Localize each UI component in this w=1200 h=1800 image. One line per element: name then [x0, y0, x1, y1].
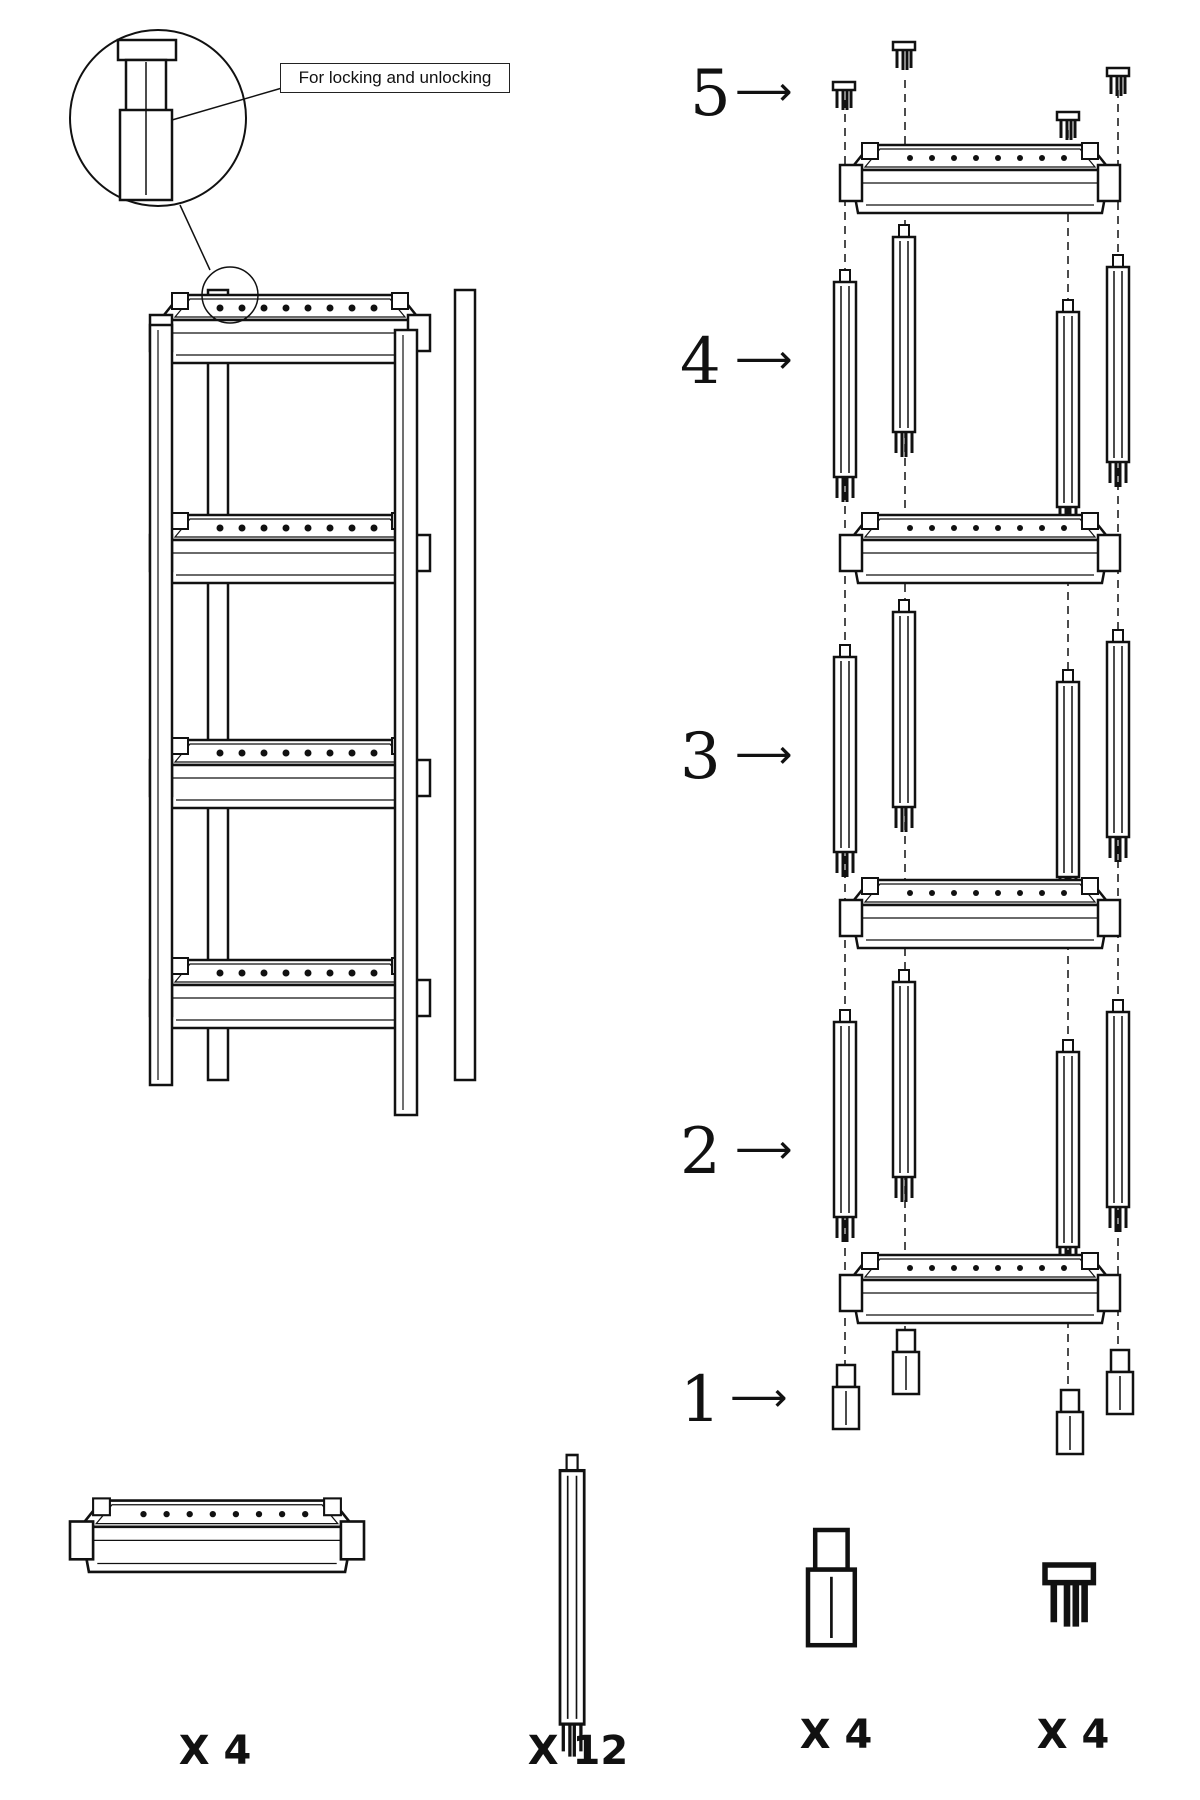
step-label-4: 4: [680, 325, 721, 399]
part-pole-drawing: [558, 1453, 587, 1759]
cap-quantity: X 4: [1036, 1712, 1110, 1758]
shelf-quantity: X 4: [178, 1728, 252, 1774]
cap-back-right: [1105, 66, 1131, 98]
cap-back-left: [891, 40, 917, 72]
step-arrow-3: ⟶: [735, 732, 793, 778]
step-arrow-5: ⟶: [735, 69, 793, 115]
parts-list: [68, 1453, 1093, 1759]
part-foot-drawing: [808, 1530, 855, 1645]
pole-quantity: X 12: [527, 1728, 629, 1774]
cap-top-left: [831, 80, 857, 112]
assembled-shelf-unit: [148, 204, 477, 1117]
exploded-view: [831, 40, 1135, 1456]
part-cap-drawing: [1045, 1565, 1093, 1627]
step-label-5: 5: [690, 57, 731, 131]
cap-top-right: [1055, 110, 1081, 142]
foot-quantity: X 4: [799, 1712, 873, 1758]
lock-detail-magnifier: [69, 29, 283, 207]
step-arrow-4: ⟶: [735, 337, 793, 383]
part-shelf-drawing: [68, 1497, 366, 1574]
step-arrow-1: ⟶: [730, 1375, 788, 1421]
step-label-1: 1: [680, 1363, 721, 1437]
step-arrow-2: ⟶: [735, 1127, 793, 1173]
step-label-2: 2: [680, 1115, 721, 1189]
step-label-3: 3: [680, 720, 721, 794]
lock-callout-label: For locking and unlocking: [280, 63, 510, 93]
